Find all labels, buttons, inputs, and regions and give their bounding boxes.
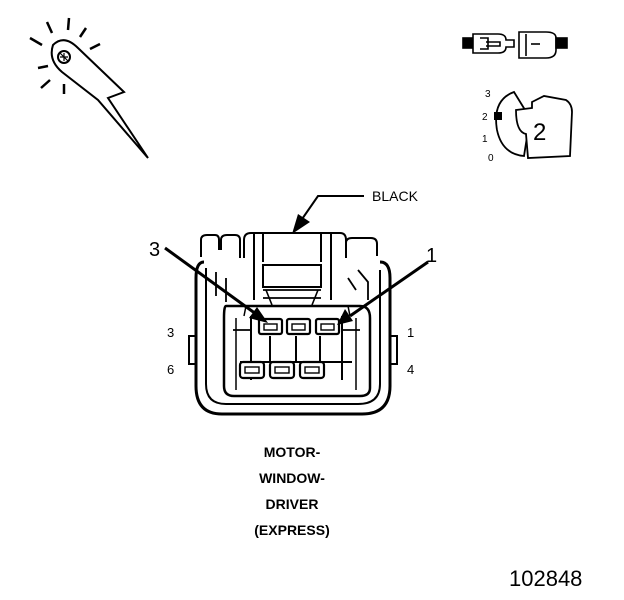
pin-cavity-1 [314,317,341,336]
connector-title-line-3: DRIVER [266,496,319,512]
callout-label-3: 3 [149,239,160,261]
connector-lock-position-icon: 3 2 1 0 2 [482,89,573,164]
callout-arrow-3 [164,246,268,323]
pin-cavity-2 [285,317,312,336]
pin-cavity-4 [298,360,326,380]
lock-position-number: 2 [533,119,546,146]
pin-label-3: 3 [167,325,174,340]
connector-title-line-4: (EXPRESS) [254,522,329,538]
pin-cavities [238,317,341,380]
callout-arrow-1 [337,260,429,325]
pin-label-1: 1 [407,325,414,340]
color-leader-line [299,195,364,223]
pin-cavity-3 [257,317,284,336]
lock-scale-0: 0 [488,153,494,164]
pin-label-6: 6 [167,362,174,377]
color-leader-arrowhead [292,214,310,234]
figure-number: 102848 [509,566,582,591]
lock-scale-2: 2 [482,112,488,123]
pin-cavity-5 [268,360,296,380]
pin-label-4: 4 [407,362,414,377]
connector-pair-icon [462,31,568,59]
connector-title-line-2: WINDOW- [259,470,325,486]
connector-title-line-1: MOTOR- [264,444,321,460]
lock-scale-1: 1 [482,134,488,145]
connector-color-label: BLACK [372,188,419,204]
probe-tool-icon [29,17,149,159]
pin-cavity-6 [238,360,266,380]
callout-label-1: 1 [426,245,437,267]
connector-title: MOTOR- WINDOW- DRIVER (EXPRESS) [254,444,329,538]
lock-scale-3: 3 [485,89,491,100]
